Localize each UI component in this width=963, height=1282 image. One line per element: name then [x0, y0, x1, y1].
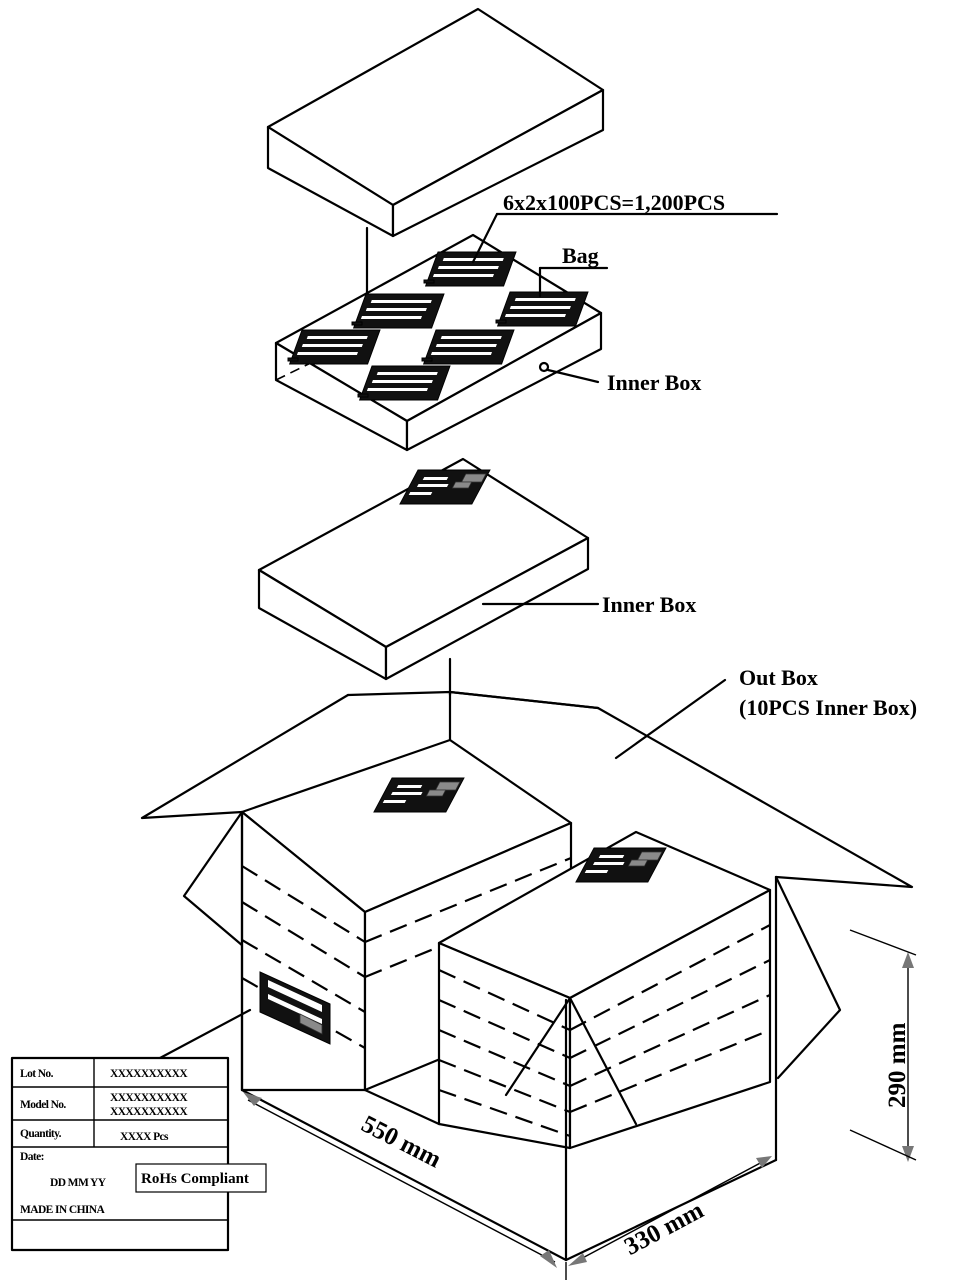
carton-label: Lot No. XXXXXXXXXX Model No. XXXXXXXXXX …: [10, 1008, 267, 1252]
bag-tray-5: [287, 329, 381, 365]
origin-label: MADE IN CHINA: [20, 1204, 105, 1216]
dimension-width: 330 mm: [565, 1156, 772, 1280]
out-box-sublabel: (10PCS Inner Box): [739, 695, 917, 720]
rohs-box: [135, 1163, 267, 1193]
inner-box-label-top: Inner Box: [607, 370, 701, 395]
bag-tray-2: [351, 293, 445, 329]
inner-box-open-tray: [274, 233, 603, 452]
bag-tray-3: [495, 291, 589, 327]
height-label: 290 mm: [884, 1022, 911, 1108]
quantity-formula-label: 6x2x100PCS=1,200PCS: [503, 190, 725, 215]
inner-box-lid: [266, 7, 605, 312]
inner-box-closed: [257, 457, 600, 697]
out-box: [140, 690, 914, 1262]
date-value: DD MM YY: [50, 1177, 107, 1189]
bag-label: Bag: [562, 243, 599, 268]
dimension-height: 290 mm: [849, 929, 917, 1162]
lot-no-value: XXXXXXXXXX: [110, 1068, 188, 1080]
out-box-label: Out Box: [739, 665, 818, 690]
inner-box-label-middle: Inner Box: [602, 592, 696, 617]
bag-tray-6: [357, 365, 451, 401]
quantity-value: XXXX Pcs: [120, 1131, 169, 1143]
bag-tray-1: [423, 251, 517, 287]
side-label: [259, 971, 331, 1045]
quantity-label: Quantity.: [20, 1128, 62, 1140]
lot-no-label: Lot No.: [20, 1068, 54, 1080]
rohs-label: RoHs Compliant: [141, 1171, 249, 1187]
model-no-value-2: XXXXXXXXXX: [110, 1106, 188, 1118]
date-label: Date:: [20, 1151, 44, 1163]
model-no-value-1: XXXXXXXXXX: [110, 1092, 188, 1104]
bag-tray-4: [421, 329, 515, 365]
model-no-label: Model No.: [20, 1099, 66, 1111]
